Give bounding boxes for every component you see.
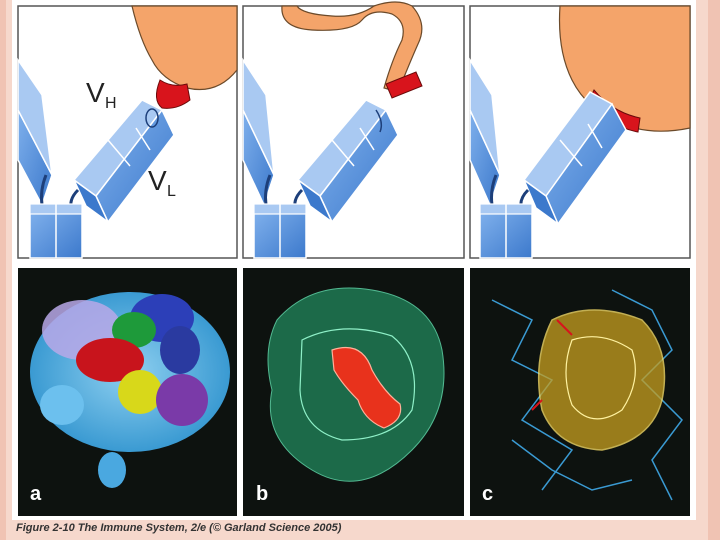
figure: V H V L: [12, 0, 696, 520]
wireframe-model: [491, 289, 683, 501]
panel-label-a: a: [30, 483, 42, 505]
top-panel-1: V H V L: [17, 5, 238, 259]
fc-fragment-1: [29, 203, 83, 259]
epitope-2: [385, 71, 423, 99]
panel-label-b: b: [256, 483, 268, 505]
bottom-panel-c: c: [470, 268, 690, 516]
top-panel-3: [469, 5, 691, 259]
bottom-panel-a: a: [18, 268, 237, 516]
space-filling-model: [30, 292, 230, 488]
panel-label-c: c: [482, 483, 493, 505]
fc-fragment-2: [253, 203, 307, 259]
figure-caption: Figure 2-10 The Immune System, 2/e (© Ga…: [16, 522, 342, 534]
fc-fragment-3: [479, 203, 533, 259]
vl-label: V: [148, 165, 167, 196]
figure-svg: V H V L: [17, 1, 691, 516]
bottom-panel-b: b: [243, 268, 464, 516]
fab-fragment-2: [296, 99, 399, 225]
top-panel-2: [242, 1, 465, 259]
slide-border-left: [0, 0, 6, 540]
surface-mesh-model: [267, 287, 445, 482]
fab-fragment-1: [72, 99, 175, 225]
vh-subscript: H: [105, 95, 117, 112]
vl-subscript: L: [167, 183, 176, 200]
antigen-blob-1: [131, 5, 238, 91]
slide-border-right: [708, 0, 720, 540]
vh-label: V: [86, 77, 105, 108]
fab-fragment-3: [522, 91, 627, 227]
epitope-1: [156, 79, 191, 109]
